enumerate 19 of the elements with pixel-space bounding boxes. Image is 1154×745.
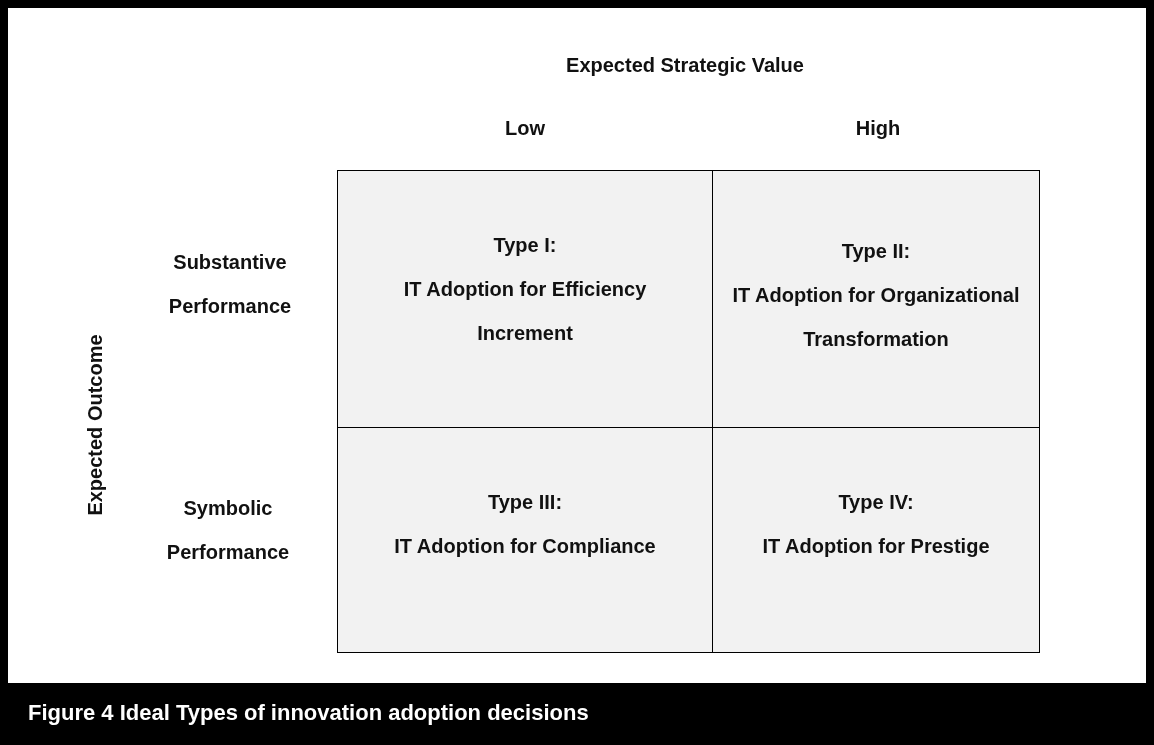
row-header: Symbolic Performance [165, 496, 291, 565]
type-description: IT Adoption for Organizational Transformation [731, 283, 1021, 352]
axis-title: Expected Strategic Value [565, 53, 805, 78]
column-header: Low [504, 116, 546, 141]
type-heading: Type II: [841, 239, 911, 264]
quadrant-cell [337, 170, 713, 428]
type-heading: Type IV: [838, 490, 914, 515]
row-header: Substantive Performance [167, 250, 293, 319]
quadrant-cell [712, 427, 1040, 653]
type-heading: Type III: [487, 490, 563, 515]
column-header: High [854, 116, 902, 141]
figure-caption: Figure 4 Ideal Types of innovation adoption decisions [28, 699, 589, 727]
quadrant-cell [337, 427, 713, 653]
quadrant-cell [712, 170, 1040, 428]
type-heading: Type I: [493, 233, 557, 258]
type-description: IT Adoption for Compliance [394, 534, 656, 559]
type-description: IT Adoption for Prestige [762, 534, 990, 559]
type-description: IT Adoption for Efficiency Increment [402, 277, 648, 346]
axis-title: Expected Outcome [83, 333, 107, 518]
